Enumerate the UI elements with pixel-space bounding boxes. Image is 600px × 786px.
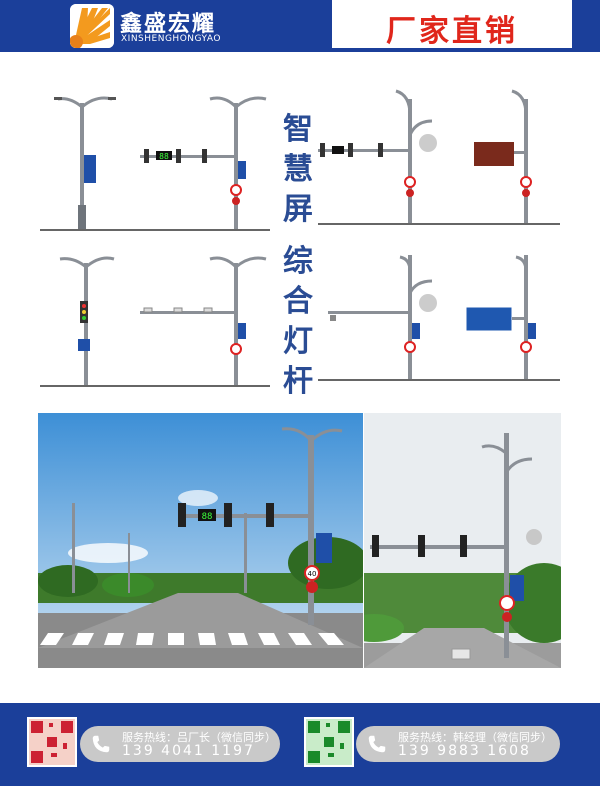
title-char: 智 (283, 112, 313, 147)
contact-label: 服务热线：吕厂长（微信同步） (122, 731, 276, 744)
qr-code-icon[interactable] (27, 717, 77, 767)
illustration-panel-bottom-left (40, 245, 280, 390)
slogan-box: 厂家直销 (332, 0, 572, 49)
road-scene-photo-right (364, 413, 561, 668)
sunburst-logo-icon (70, 4, 114, 48)
contact-pill-1[interactable]: 服务热线：吕厂长（微信同步） 139 4041 1197 (80, 726, 280, 762)
illustration-panel-top-right (318, 85, 560, 230)
svg-text:88: 88 (159, 152, 169, 161)
slogan-text: 厂家直销 (386, 14, 518, 49)
road-scene-photo-left: 88 40 (38, 413, 363, 668)
contact-pill-2[interactable]: 服务热线：韩经理（微信同步） 139 9883 1608 (356, 726, 560, 762)
speed-limit-sign-text: 40 (308, 570, 317, 578)
brand-name-cn: 鑫盛宏耀 (120, 12, 217, 37)
title-char: 合 (283, 284, 313, 319)
title-char: 屏 (283, 192, 313, 227)
qr-code-icon[interactable] (304, 717, 354, 767)
phone-icon (92, 735, 110, 753)
title-char (278, 230, 318, 242)
contact-phone: 139 4041 1197 (122, 743, 255, 759)
title-char: 综 (283, 244, 313, 279)
brand-name-en: XINSHENGHONGYAO (121, 34, 221, 44)
vertical-title: 智 慧 屏 综 合 灯 杆 (278, 110, 318, 402)
countdown-display: 88 (202, 512, 213, 522)
contact-phone: 139 9883 1608 (398, 743, 531, 759)
title-char: 杆 (283, 364, 313, 399)
illustration-panel-bottom-right (318, 235, 560, 385)
illustration-panel-top-left: 88 (40, 85, 280, 235)
contact-label: 服务热线：韩经理（微信同步） (398, 731, 552, 744)
phone-icon (368, 735, 386, 753)
title-char: 慧 (283, 152, 313, 187)
title-char: 灯 (283, 324, 313, 359)
